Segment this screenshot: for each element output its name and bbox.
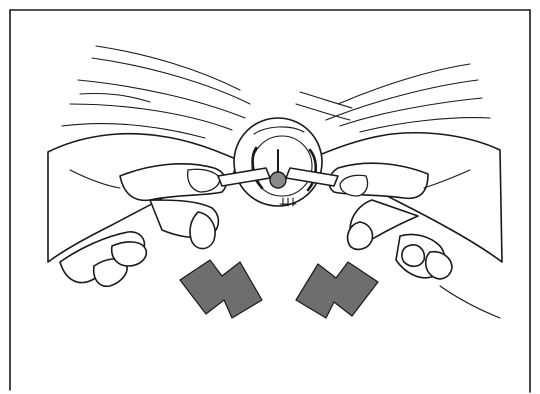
arrow-down-left-icon xyxy=(296,262,378,318)
arrow-down-right-icon xyxy=(180,260,262,318)
round-disc xyxy=(234,118,322,206)
pull-arrows xyxy=(180,260,378,318)
